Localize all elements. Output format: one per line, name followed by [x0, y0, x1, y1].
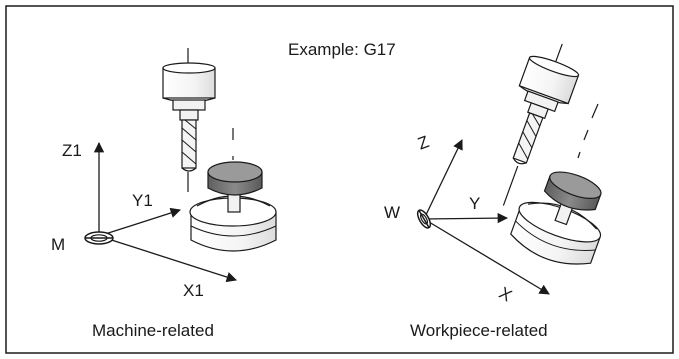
axis-label-z1: Z1 [62, 141, 82, 160]
outer-frame [5, 5, 674, 354]
diagram-title: Example: G17 [288, 40, 396, 59]
spindle-head [162, 62, 216, 121]
axis-z [423, 139, 463, 220]
origin-w-symbol [416, 209, 432, 229]
axis-x1 [98, 235, 237, 283]
caption-machine-related: Machine-related [92, 321, 214, 340]
axis-label-y1: Y1 [132, 191, 153, 210]
axis-x [423, 218, 550, 295]
workpiece-related-view: Z Y X W Workpiece-related [384, 43, 602, 340]
origin-label-m: M [51, 235, 65, 254]
tilted-table-chuck [510, 171, 602, 265]
axis-label-x1: X1 [183, 281, 204, 300]
origin-label-w: W [384, 203, 400, 222]
axis-y [423, 212, 509, 224]
machine-related-view: Z1 Y1 X1 M Machine-related [51, 48, 277, 340]
workpiece-left [207, 161, 263, 196]
axis-label-z: Z [415, 132, 431, 153]
end-mill-tool-tilted [512, 112, 544, 165]
caption-workpiece-related: Workpiece-related [410, 321, 548, 340]
workpiece-right [543, 171, 602, 211]
end-mill-tool [181, 119, 197, 172]
axis-label-y: Y [469, 194, 480, 213]
axis-y1 [98, 207, 181, 237]
origin-m-symbol [84, 231, 114, 245]
axis-label-x: X [496, 283, 515, 305]
spindle-head-tilted [502, 43, 580, 206]
